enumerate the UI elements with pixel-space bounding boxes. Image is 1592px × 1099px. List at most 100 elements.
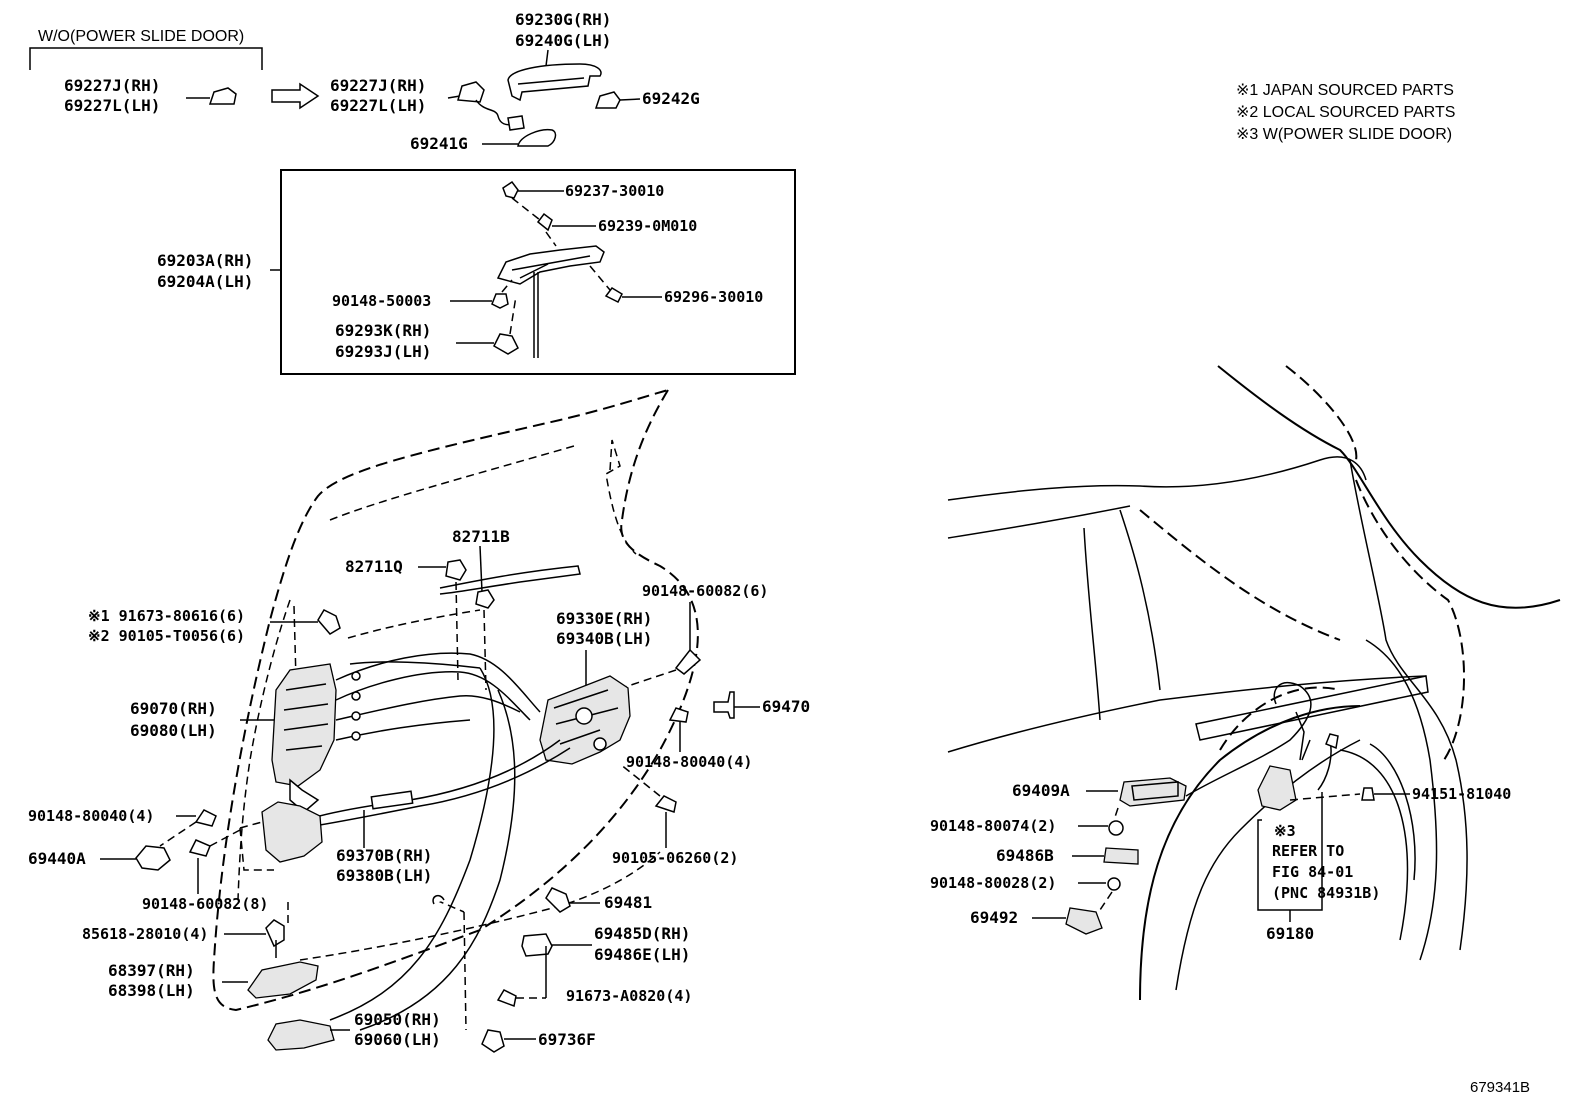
part-label-94151-81040[interactable]: 94151-81040 <box>1412 785 1511 803</box>
part-label-91673-A0820[interactable]: 91673-A0820(4) <box>566 987 692 1005</box>
part-label-69050-rh[interactable]: 69050(RH) <box>354 1010 441 1029</box>
part-label-69240G-lh[interactable]: 69240G(LH) <box>515 31 611 50</box>
roof-dash <box>1285 365 1358 461</box>
vehicle-body-outline <box>947 365 1561 1001</box>
part-label-69481[interactable]: 69481 <box>604 893 652 912</box>
roof-rail <box>947 456 1367 501</box>
cable-e <box>349 661 481 669</box>
window-notch <box>605 439 637 555</box>
remote-cable-69370B-b <box>313 747 571 827</box>
part-label-90148-80040-4a[interactable]: 90148-80040(4) <box>626 753 752 771</box>
dashed-guide <box>545 231 557 247</box>
screw-90148-60082 <box>674 648 702 675</box>
roof-line <box>1217 365 1561 609</box>
front-lock-69070 <box>271 663 337 787</box>
refer-note-1: ※3 <box>1274 822 1296 840</box>
dashed-guide <box>483 609 487 691</box>
cable-long-b <box>359 689 516 1031</box>
cable-c <box>335 694 521 721</box>
part-label-69486E-lh[interactable]: 69486E(LH) <box>594 945 690 964</box>
part-label-69340B-lh[interactable]: 69340B(LH) <box>556 629 652 648</box>
figure-id: 679341B <box>1470 1079 1530 1096</box>
clip-69239 <box>536 212 553 232</box>
part-label-69227L-lh-b[interactable]: 69227L(LH) <box>330 96 426 115</box>
connector <box>351 671 361 681</box>
remote-cable-69370B <box>311 739 561 819</box>
part-label-69492[interactable]: 69492 <box>970 908 1018 927</box>
part-label-69203A-rh[interactable]: 69203A(RH) <box>157 251 253 270</box>
part-label-90105-T0056[interactable]: ※2 90105-T0056(6) <box>88 627 245 645</box>
dashed-guide <box>1289 793 1361 801</box>
sliding-door-outline <box>212 389 699 1012</box>
dashed-guide <box>209 829 241 847</box>
part-label-90148-80074[interactable]: 90148-80074(2) <box>930 817 1056 835</box>
part-label-69060-lh[interactable]: 69060(LH) <box>354 1030 441 1049</box>
part-label-69736F[interactable]: 69736F <box>538 1030 596 1049</box>
rear-quarter-inner <box>1365 639 1438 961</box>
part-label-69293K-rh[interactable]: 69293K(RH) <box>335 321 431 340</box>
part-label-90148-60082-6[interactable]: 90148-60082(6) <box>642 582 768 600</box>
part-label-69330E-rh[interactable]: 69330E(RH) <box>556 609 652 628</box>
part-label-85618-28010[interactable]: 85618-28010(4) <box>82 925 208 943</box>
part-label-69409A[interactable]: 69409A <box>1012 781 1070 800</box>
part-label-69070-rh[interactable]: 69070(RH) <box>130 699 217 718</box>
note-3: ※3 W(POWER SLIDE DOOR) <box>1236 126 1452 143</box>
rear-lock-cam <box>575 707 593 725</box>
cap-part-69227b <box>457 81 485 103</box>
part-label-69296-30010[interactable]: 69296-30010 <box>664 288 763 306</box>
part-label-69380B-lh[interactable]: 69380B(LH) <box>336 866 432 885</box>
part-label-69080-lh[interactable]: 69080(LH) <box>130 721 217 740</box>
slide-door-rear-edge <box>1139 705 1361 1001</box>
part-label-91673-80616[interactable]: ※1 91673-80616(6) <box>88 607 245 625</box>
part-label-90148-60082-8[interactable]: 90148-60082(8) <box>142 895 268 913</box>
part-label-69242G[interactable]: 69242G <box>642 89 700 108</box>
screw-90148-60082b <box>188 839 211 857</box>
part-label-82711Q[interactable]: 82711Q <box>345 557 403 576</box>
cable-d <box>335 719 471 741</box>
part-label-90105-06260[interactable]: 90105-06260(2) <box>612 849 738 867</box>
cable-b <box>335 671 531 721</box>
part-label-69204A-lh[interactable]: 69204A(LH) <box>157 272 253 291</box>
screw-90148-80040b <box>194 809 217 827</box>
dashed-guide <box>239 821 274 871</box>
handle-connector <box>507 115 525 131</box>
dashed-guide <box>463 911 467 1031</box>
handle-frame-group: 69237-30010 69239-0M010 69203A(RH) 69204… <box>157 169 796 375</box>
clip-69293 <box>493 333 519 355</box>
outside-handle-group: 69227J(RH) 69227L(LH) 69230G(RH) 69240G(… <box>330 10 700 153</box>
switch-69481 <box>545 887 571 913</box>
frame-detail <box>511 255 591 279</box>
part-label-69241G[interactable]: 69241G <box>410 134 468 153</box>
part-label-90148-80028[interactable]: 90148-80028(2) <box>930 874 1056 892</box>
part-label-69440A[interactable]: 69440A <box>28 849 86 868</box>
part-label-69293J-lh[interactable]: 69293J(LH) <box>335 342 431 361</box>
part-label-69370B-rh[interactable]: 69370B(RH) <box>336 846 432 865</box>
part-label-82711B[interactable]: 82711B <box>452 527 510 546</box>
part-label-90148-50003[interactable]: 90148-50003 <box>332 292 431 310</box>
cable-a <box>335 652 541 713</box>
part-label-69227J-rh-b[interactable]: 69227J(RH) <box>330 76 426 95</box>
part-label-69485D-rh[interactable]: 69485D(RH) <box>594 924 690 943</box>
part-label-69227J-rh[interactable]: 69227J(RH) <box>64 76 160 95</box>
part-label-68397-rh[interactable]: 68397(RH) <box>108 961 195 980</box>
part-label-69239-0M010[interactable]: 69239-0M010 <box>598 217 697 235</box>
front-lock-arm <box>289 778 320 813</box>
part-label-69237-30010[interactable]: 69237-30010 <box>565 182 664 200</box>
part-label-69230G-rh[interactable]: 69230G(RH) <box>515 10 611 29</box>
wo-header-label: W/O(POWER SLIDE DOOR) <box>38 28 244 45</box>
part-label-69180[interactable]: 69180 <box>1266 924 1314 943</box>
arrow-icon <box>271 82 320 110</box>
dashed-guide <box>455 581 459 681</box>
part-label-68398-lh[interactable]: 68398(LH) <box>108 981 195 1000</box>
dashed-guide <box>619 763 661 797</box>
wheel-arch-b <box>1369 743 1416 881</box>
spring <box>1295 711 1311 761</box>
leader-line <box>479 545 483 593</box>
part-label-69470[interactable]: 69470 <box>762 697 810 716</box>
wo-power-slide-door-group: W/O(POWER SLIDE DOOR) 69227J(RH) 69227L(… <box>29 28 320 115</box>
part-label-90148-80040-4b[interactable]: 90148-80040(4) <box>28 807 154 825</box>
part-label-69227L-lh[interactable]: 69227L(LH) <box>64 96 160 115</box>
rear-dash <box>1355 479 1465 761</box>
handle-detail <box>517 77 585 85</box>
part-label-69486B[interactable]: 69486B <box>996 846 1054 865</box>
